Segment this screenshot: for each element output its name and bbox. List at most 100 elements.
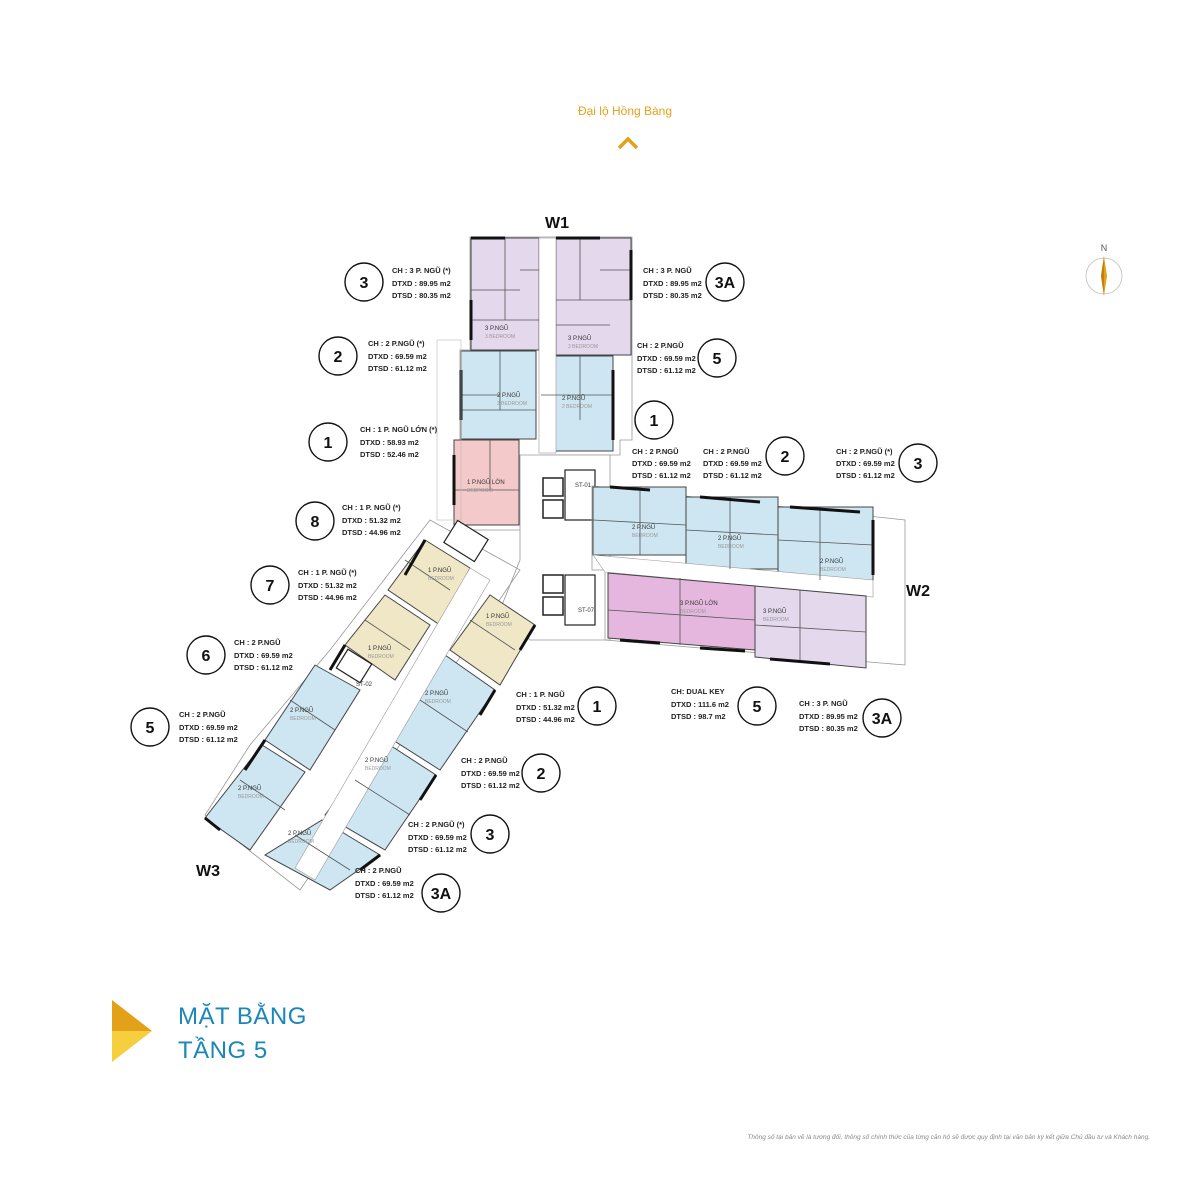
- unit-w2-2[interactable]: [685, 496, 779, 570]
- unit-number: 1: [324, 435, 333, 452]
- unit-number: 5: [146, 720, 155, 737]
- callout-w3-5[interactable]: 5 CH : 2 P.NGŨ DTXD : 69.59 m2 DTSD : 61…: [130, 707, 238, 747]
- room-label: 3 P.NGŨ LỚN: [680, 600, 718, 607]
- unit-number: 6: [202, 648, 211, 665]
- unit-number: 3A: [715, 275, 736, 292]
- unit-dtxd: DTXD : 69.59 m2: [836, 459, 895, 468]
- unit-dtxd: DTXD : 51.32 m2: [516, 703, 575, 712]
- callout-w3-7[interactable]: 7 CH : 1 P. NGŨ (*) DTXD : 51.32 m2 DTSD…: [250, 565, 357, 605]
- unit-dtsd: DTSD : 52.46 m2: [360, 450, 419, 459]
- room-sublabel: BEDROOM: [428, 576, 454, 582]
- unit-dtxd: DTXD : 51.32 m2: [342, 516, 401, 525]
- callout-w3-8[interactable]: 8 CH : 1 P. NGŨ (*) DTXD : 51.32 m2 DTSD…: [295, 501, 401, 541]
- unit-number: 3A: [872, 711, 893, 728]
- wing-label-w3: W3: [196, 863, 220, 880]
- unit-type: CH: DUAL KEY: [671, 687, 725, 696]
- unit-w3-5[interactable]: [204, 744, 306, 851]
- callout-w2-2[interactable]: 2 CH : 2 P.NGŨ DTXD : 69.59 m2 DTSD : 61…: [703, 436, 805, 480]
- room-label: 3 P.NGŨ: [763, 608, 786, 615]
- room-label: 1 P.NGŨ: [368, 645, 391, 652]
- unit-type: CH : 2 P.NGŨ (*): [368, 339, 425, 348]
- unit-type: CH : 1 P. NGŨ: [516, 690, 565, 699]
- unit-dtsd: DTSD : 61.12 m2: [179, 735, 238, 744]
- unit-dtxd: DTXD : 69.59 m2: [632, 459, 691, 468]
- room-label: 2 P.NGŨ: [425, 690, 448, 697]
- room-sublabel: BEDROOM: [290, 716, 316, 722]
- room-label: 2 P.NGŨ: [497, 392, 520, 399]
- room-label: 1 P.NGŨ: [428, 567, 451, 574]
- unit-w3-7[interactable]: [344, 594, 431, 681]
- unit-type: CH : 1 P. NGŨ (*): [342, 503, 401, 512]
- unit-number: 2: [781, 449, 790, 466]
- road-label: Đại lộ Hồng Bàng: [577, 104, 673, 118]
- unit-type: CH : 2 P.NGŨ: [355, 866, 402, 875]
- room-sublabel: BEDROOM: [238, 794, 264, 800]
- room-sublabel: BEDROOM: [425, 699, 451, 705]
- room-sublabel: BEDROOM: [288, 839, 314, 845]
- unit-number: 3: [486, 827, 495, 844]
- unit-type: CH : 2 P.NGŨ: [703, 447, 750, 456]
- unit-dtxd: DTXD : 69.59 m2: [179, 723, 238, 732]
- unit-number: 7: [266, 578, 275, 595]
- unit-dtxd: DTXD : 69.59 m2: [234, 651, 293, 660]
- unit-w2-3[interactable]: [777, 506, 874, 581]
- unit-dtsd: DTSD : 61.12 m2: [836, 471, 895, 480]
- unit-type: CH : 1 P. NGŨ (*): [298, 568, 357, 577]
- callout-w2-1[interactable]: 1 CH : 2 P.NGŨ DTXD : 69.59 m2 DTSD : 61…: [632, 400, 691, 480]
- room-sublabel: BEDROOM: [632, 533, 658, 539]
- callout-w3-3[interactable]: 3 CH : 2 P.NGŨ (*) DTXD : 69.59 m2 DTSD …: [408, 814, 510, 854]
- unit-dtsd: DTSD : 80.35 m2: [392, 291, 451, 300]
- unit-number: 5: [753, 699, 762, 716]
- room-sublabel: BEDROOM: [718, 544, 744, 550]
- unit-number: 1: [650, 413, 659, 430]
- room-sublabel: 3 BEDROOM: [568, 344, 598, 350]
- room-sublabel: BEDROOM: [365, 766, 391, 772]
- callout-w3-3a[interactable]: 3A CH : 2 P.NGŨ DTXD : 69.59 m2 DTSD : 6…: [355, 866, 461, 913]
- unit-number: 2: [537, 766, 546, 783]
- unit-dtxd: DTXD : 69.59 m2: [355, 879, 414, 888]
- unit-number: 8: [311, 514, 320, 531]
- room-sublabel: 2 BEDROOM: [497, 401, 527, 407]
- room-label: 3 P.NGŨ: [485, 325, 508, 332]
- unit-dtsd: DTSD : 44.96 m2: [516, 715, 575, 724]
- chevron-up-icon: [617, 136, 639, 150]
- unit-w1-3a[interactable]: [555, 237, 632, 356]
- callout-w1-5[interactable]: 5 CH : 2 P.NGŨ DTXD : 69.59 m2 DTSD : 61…: [637, 338, 737, 378]
- unit-type: CH : 1 P. NGŨ LỚN (*): [360, 425, 438, 434]
- unit-w2-3a[interactable]: [754, 585, 867, 669]
- unit-w3-6[interactable]: [264, 664, 361, 771]
- callout-w2-3[interactable]: 3 CH : 2 P.NGŨ (*) DTXD : 69.59 m2 DTSD …: [836, 443, 938, 483]
- unit-w3-1[interactable]: [449, 594, 536, 686]
- unit-type: CH : 3 P. NGŨ (*): [392, 266, 451, 275]
- callout-w1-2[interactable]: 2 CH : 2 P.NGŨ (*) DTXD : 69.59 m2 DTSD …: [318, 336, 427, 376]
- unit-type: CH : 2 P.NGŨ: [461, 756, 508, 765]
- room-sublabel: BEDROOM: [680, 609, 706, 615]
- unit-type: CH : 3 P. NGŨ: [643, 266, 692, 275]
- room-label: 2 P.NGŨ: [632, 524, 655, 531]
- unit-type: CH : 2 P.NGŨ: [637, 341, 684, 350]
- room-label: 2 P.NGŨ: [820, 558, 843, 565]
- callout-w3-2[interactable]: 2 CH : 2 P.NGŨ DTXD : 69.59 m2 DTSD : 61…: [461, 753, 561, 793]
- room-sublabel: BEDROOM: [368, 654, 394, 660]
- callout-w2-3a[interactable]: 3A CH : 3 P. NGŨ DTXD : 89.95 m2 DTSD : …: [799, 698, 902, 738]
- unit-number: 3: [360, 275, 369, 292]
- callout-w2-5[interactable]: 5 CH: DUAL KEY DTXD : 111.6 m2 DTSD : 98…: [671, 686, 777, 726]
- unit-dtsd: DTSD : 80.35 m2: [799, 724, 858, 733]
- callout-w1-1[interactable]: 1 CH : 1 P. NGŨ LỚN (*) DTXD : 58.93 m2 …: [308, 422, 438, 462]
- wing-label-w1: W1: [545, 215, 569, 232]
- unit-type: CH : 3 P. NGŨ: [799, 699, 848, 708]
- unit-dtxd: DTXD : 69.59 m2: [703, 459, 762, 468]
- callout-w3-1[interactable]: 1 CH : 1 P. NGŨ DTXD : 51.32 m2 DTSD : 4…: [516, 686, 617, 726]
- wing-w2: 2 P.NGŨ BEDROOM 2 P.NGŨ BEDROOM 2 P.NGŨ …: [591, 485, 906, 669]
- callout-w1-3[interactable]: 3 CH : 3 P. NGŨ (*) DTXD : 89.95 m2 DTSD…: [344, 262, 451, 302]
- page-title-line2: TẦNG 5: [178, 1037, 268, 1064]
- unit-dtxd: DTXD : 89.95 m2: [392, 279, 451, 288]
- room-sublabel: BEDROOM: [486, 622, 512, 628]
- callout-w3-6[interactable]: 6 CH : 2 P.NGŨ DTXD : 69.59 m2 DTSD : 61…: [186, 635, 293, 675]
- unit-dtsd: DTSD : 44.96 m2: [342, 528, 401, 537]
- unit-dtsd: DTSD : 61.12 m2: [461, 781, 520, 790]
- core: ST-01 ST-07: [499, 454, 611, 641]
- unit-number: 2: [334, 349, 343, 366]
- compass-north-icon: N: [1085, 243, 1123, 296]
- callout-w1-3a[interactable]: 3A CH : 3 P. NGŨ DTXD : 89.95 m2 DTSD : …: [643, 262, 745, 302]
